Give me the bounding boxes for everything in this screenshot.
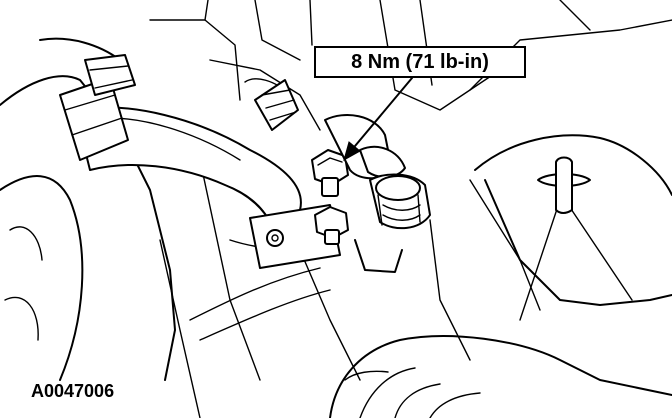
figure-id-label: A0047006 — [31, 381, 115, 401]
air-cleaner-housing — [474, 134, 672, 321]
leader-arrow — [343, 77, 413, 162]
valve-body — [324, 114, 431, 273]
lower-duct — [329, 335, 672, 418]
hose-clamp — [59, 54, 136, 161]
torque-bolt-lower — [314, 206, 349, 245]
spring-clip — [254, 79, 299, 131]
torque-spec-callout: 8 Nm (71 lb-in) — [314, 46, 526, 78]
torque-bolt-upper — [311, 149, 349, 197]
